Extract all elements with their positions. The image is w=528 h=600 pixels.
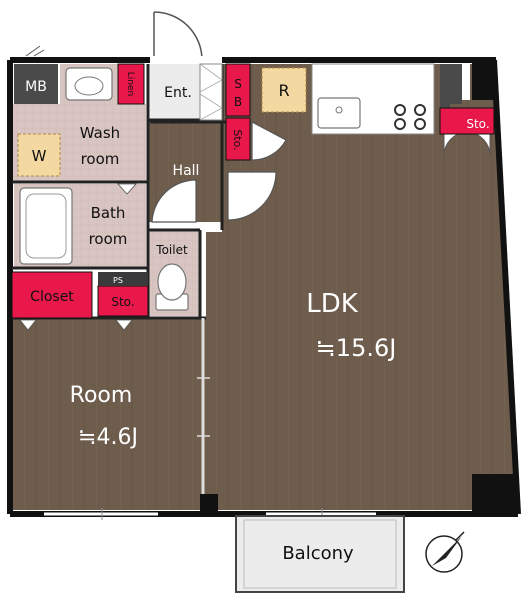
kitchen-storage (439, 107, 495, 135)
wash-room-label-1: Wash (80, 124, 120, 142)
ldk-label: LDK (306, 289, 359, 319)
balcony-label: Balcony (282, 543, 354, 564)
sb-label-s: S (234, 77, 242, 91)
entrance-label: Ent. (164, 85, 192, 101)
toilet-fixture (155, 263, 189, 311)
ps-label: PS (113, 276, 123, 285)
hall-storage (225, 117, 251, 161)
linen-storage (117, 63, 145, 105)
refrigerator-label: R (278, 81, 289, 100)
room-floor (12, 318, 206, 510)
bathtub (19, 187, 73, 265)
sb-storage (225, 63, 251, 117)
ldk-size-label: ≒15.6J (316, 334, 397, 362)
washing-machine (17, 133, 61, 177)
refrigerator (261, 67, 307, 113)
room-size-label: ≒4.6J (78, 425, 138, 450)
room-label: Room (70, 383, 133, 408)
mb-label: MB (25, 79, 47, 95)
wash-room-label-2: room (81, 150, 120, 168)
linen-label: Linen (125, 72, 135, 96)
kitchen-storage-label: Sto. (466, 117, 489, 131)
balcony-area (235, 515, 405, 593)
ldk-floor (206, 64, 516, 510)
wash-basin (65, 67, 113, 101)
sb-label-b: B (234, 95, 242, 109)
stove-icon (394, 104, 426, 130)
pipe-space (98, 272, 148, 286)
bath-room-label-1: Bath (91, 204, 126, 222)
bath-storage-label: Sto. (111, 295, 134, 309)
bath-room-label-2: room (89, 230, 128, 248)
toilet-label: Toilet (155, 243, 188, 257)
hall-label: Hall (173, 163, 200, 179)
closet-label: Closet (30, 289, 74, 305)
meter-box (14, 64, 58, 104)
bath-storage (97, 285, 149, 317)
entrance-door (153, 11, 203, 61)
closet (11, 271, 93, 319)
compass-icon (425, 531, 465, 573)
hall-storage-label: Sto. (231, 129, 244, 150)
washing-machine-label: W (32, 147, 47, 165)
